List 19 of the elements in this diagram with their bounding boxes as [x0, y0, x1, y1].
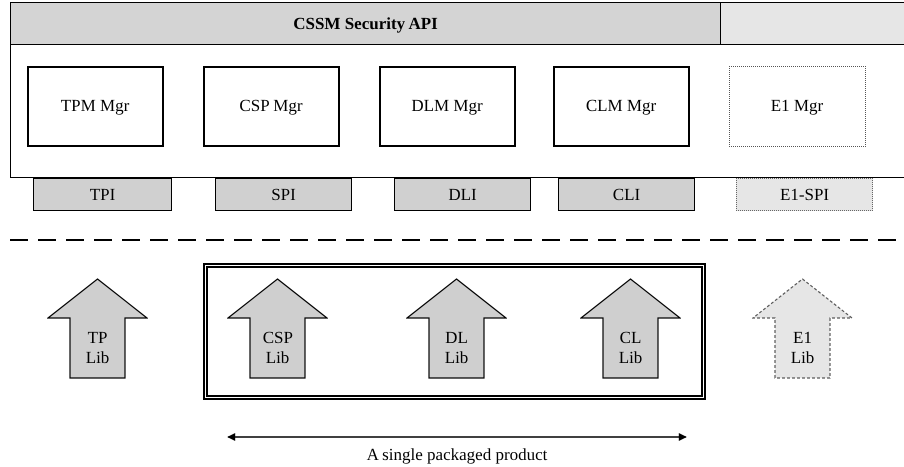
manager-box: CLM Mgr — [552, 66, 690, 146]
library-label: CSP Lib — [262, 328, 292, 368]
interface-tab: CLI — [558, 178, 695, 211]
grouping-frame — [203, 263, 706, 400]
library-label: DL Lib — [444, 328, 468, 368]
manager-box: TPM Mgr — [26, 66, 164, 146]
library-label: TP Lib — [86, 328, 110, 368]
library-label: E1 Lib — [790, 328, 814, 368]
library-label: CL Lib — [618, 328, 642, 368]
dimension-label: A single packaged product — [366, 445, 548, 465]
interface-tab: DLI — [394, 178, 531, 211]
interface-tab: TPI — [33, 178, 172, 211]
header-band: CSSM Security API — [11, 3, 721, 45]
manager-box: DLM Mgr — [378, 66, 516, 146]
interface-tab: SPI — [215, 178, 352, 211]
api-frame — [10, 2, 904, 178]
manager-box: E1 Mgr — [728, 66, 866, 146]
manager-box: CSP Mgr — [202, 66, 340, 146]
interface-tab: E1-SPI — [736, 178, 873, 211]
